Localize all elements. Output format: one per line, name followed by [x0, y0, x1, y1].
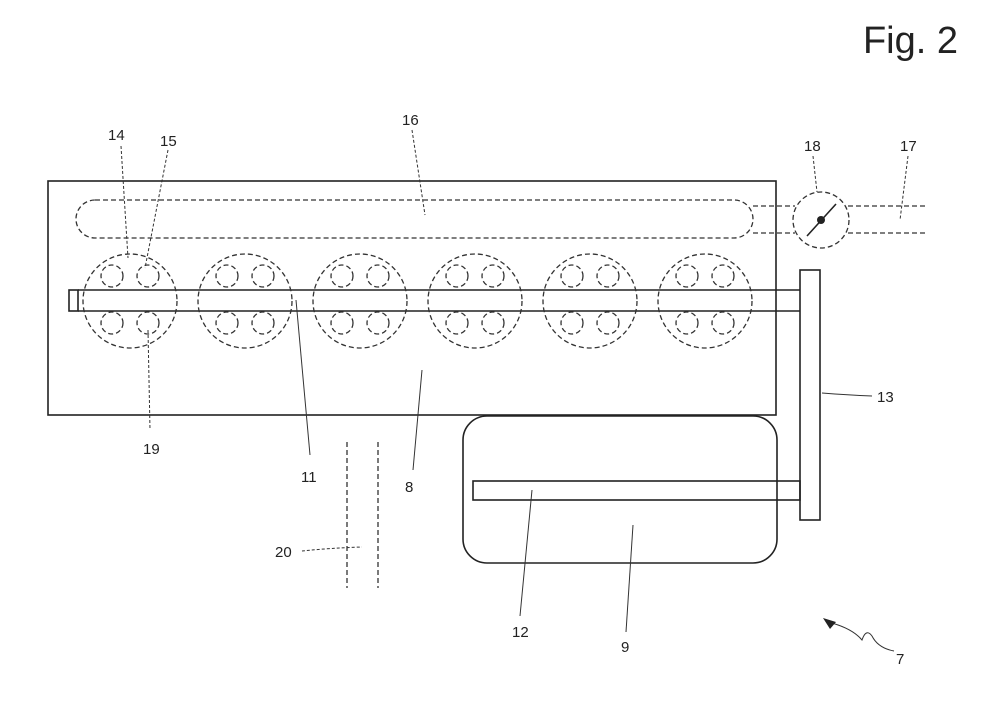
- label-18: 18: [804, 138, 821, 155]
- valve: [366, 311, 390, 335]
- label-20: 20: [275, 544, 292, 561]
- valve: [675, 264, 699, 288]
- transmission-shaft: [472, 480, 801, 501]
- valve: [596, 264, 620, 288]
- leader-lines: [120, 129, 909, 633]
- cylinder: [427, 253, 523, 349]
- label-12: 12: [512, 624, 529, 641]
- valve: [100, 264, 124, 288]
- label-16: 16: [402, 112, 419, 129]
- crankshaft: [68, 289, 800, 312]
- label-9: 9: [621, 639, 629, 656]
- valve: [215, 264, 239, 288]
- valve: [445, 264, 469, 288]
- transmission-housing: [462, 415, 778, 564]
- cylinder-bore: [542, 253, 638, 349]
- label-8: 8: [405, 479, 413, 496]
- valve: [330, 311, 354, 335]
- label-14: 14: [108, 127, 125, 144]
- valve: [596, 311, 620, 335]
- cylinder: [312, 253, 408, 349]
- label-13: 13: [877, 389, 894, 406]
- valve: [445, 311, 469, 335]
- valve: [136, 311, 160, 335]
- cylinder-group: [82, 253, 753, 349]
- label-19: 19: [143, 441, 160, 458]
- cylinder-bore: [82, 253, 178, 349]
- intake-duct: [753, 205, 928, 234]
- cylinder-bore: [427, 253, 523, 349]
- label-17: 17: [900, 138, 917, 155]
- cylinder: [542, 253, 638, 349]
- valve: [481, 311, 505, 335]
- valve: [136, 264, 160, 288]
- label-11: 11: [301, 469, 317, 486]
- valve: [100, 311, 124, 335]
- figure-title: Fig. 2: [862, 20, 958, 62]
- valve: [481, 264, 505, 288]
- throttle-valve: [792, 191, 850, 249]
- valve: [215, 311, 239, 335]
- valve: [711, 311, 735, 335]
- dashed-parallel-lines: [346, 442, 379, 588]
- cylinder: [82, 253, 178, 349]
- valve: [330, 264, 354, 288]
- cylinder-bore: [312, 253, 408, 349]
- cylinder: [657, 253, 753, 349]
- valve: [251, 311, 275, 335]
- cylinder: [197, 253, 293, 349]
- intake-manifold: [75, 199, 754, 239]
- valve: [366, 264, 390, 288]
- label-7: 7: [896, 651, 904, 668]
- valve: [560, 264, 584, 288]
- valve: [711, 264, 735, 288]
- valve: [251, 264, 275, 288]
- engine-block: [47, 180, 777, 416]
- cylinder-bore: [197, 253, 293, 349]
- valve: [560, 311, 584, 335]
- label-15: 15: [160, 133, 177, 150]
- reference-arrow: [823, 618, 895, 652]
- valve: [675, 311, 699, 335]
- cylinder-bore: [657, 253, 753, 349]
- drive-flange: [799, 269, 821, 521]
